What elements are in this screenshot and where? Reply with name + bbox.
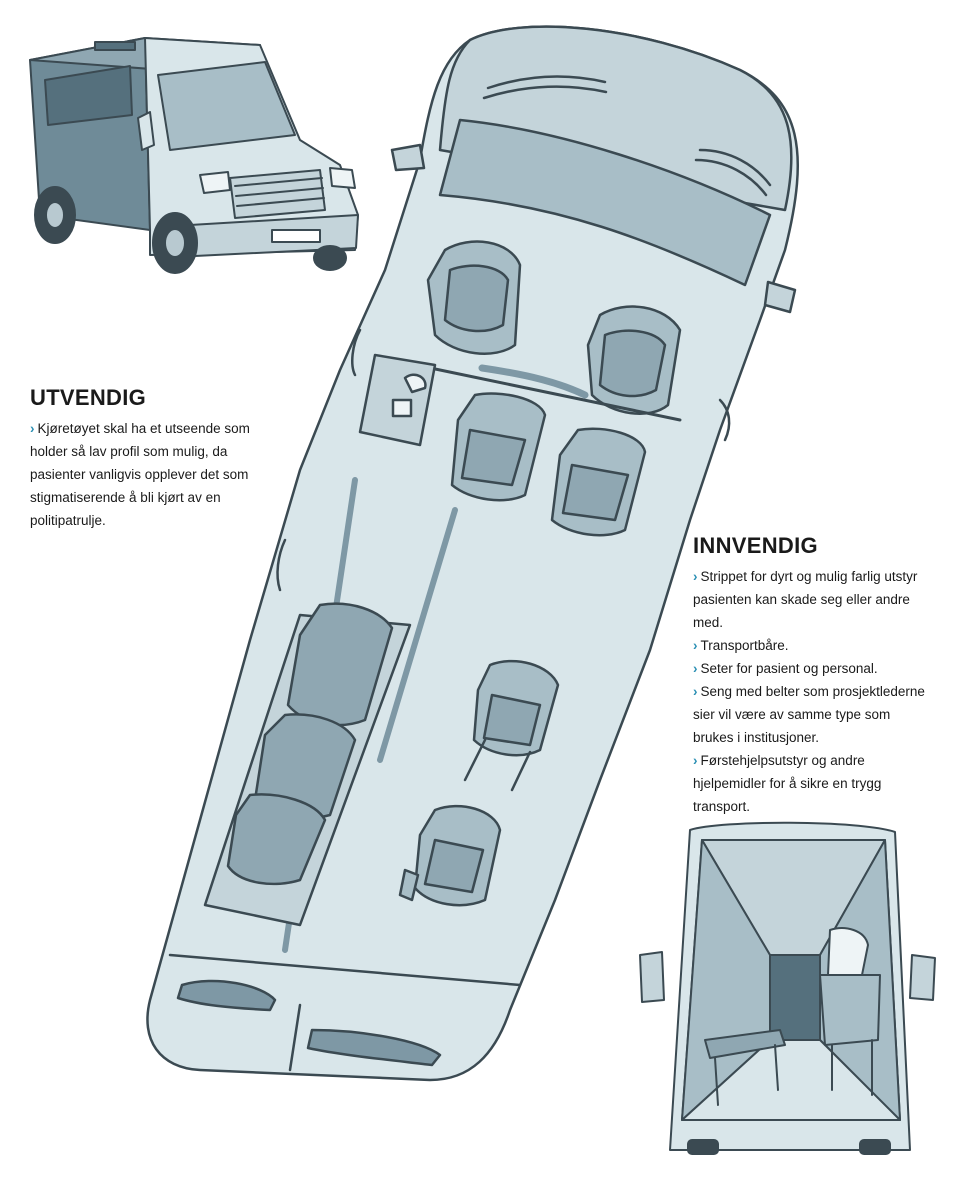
exterior-heading: UTVENDIG [30,385,147,410]
stretcher-bed [203,602,412,927]
interior-item: ›Strippet for dyrt og mulig farlig utsty… [693,565,933,634]
van-interior-illustration [639,821,936,1155]
middle-seat-left [450,392,547,502]
front-seat-left [426,240,522,355]
chevron-right-icon: › [693,638,698,653]
chevron-right-icon: › [693,684,698,699]
chevron-right-icon: › [693,753,698,768]
interior-item: ›Seng med belter som prosjektlederne sie… [693,680,933,749]
van-exterior-illustration [29,37,359,274]
exterior-paragraph: ›Kjøretøyet skal ha et utseende som hold… [30,417,265,532]
exterior-paragraph-text: Kjøretøyet skal ha et utseende som holde… [30,421,250,528]
interior-item-text: Seter for pasient og personal. [700,661,878,676]
interior-item: ›Førstehjelpsutstyr og andre hjelpemidle… [693,749,933,818]
exterior-text-block: UTVENDIG ›Kjøretøyet skal ha et utseende… [30,385,265,532]
rear-seat-upper [463,659,560,792]
interior-text-block: INNVENDIG ›Strippet for dyrt og mulig fa… [693,533,933,818]
interior-item: ›Transportbåre. [693,634,933,657]
chevron-right-icon: › [30,421,35,436]
interior-item-text: Førstehjelpsutstyr og andre hjelpemidler… [693,753,882,814]
interior-item: ›Seter for pasient og personal. [693,657,933,680]
interior-item-text: Seng med belter som prosjektlederne sier… [693,684,925,745]
rear-seat-lower [398,804,502,907]
chevron-right-icon: › [693,661,698,676]
interior-item-text: Strippet for dyrt og mulig farlig utstyr… [693,569,918,630]
interior-heading: INNVENDIG [693,533,818,558]
middle-seat-right [550,427,647,537]
chevron-right-icon: › [693,569,698,584]
van-topdown-illustration [146,25,800,1082]
front-seat-right [586,305,682,415]
interior-item-text: Transportbåre. [700,638,789,653]
